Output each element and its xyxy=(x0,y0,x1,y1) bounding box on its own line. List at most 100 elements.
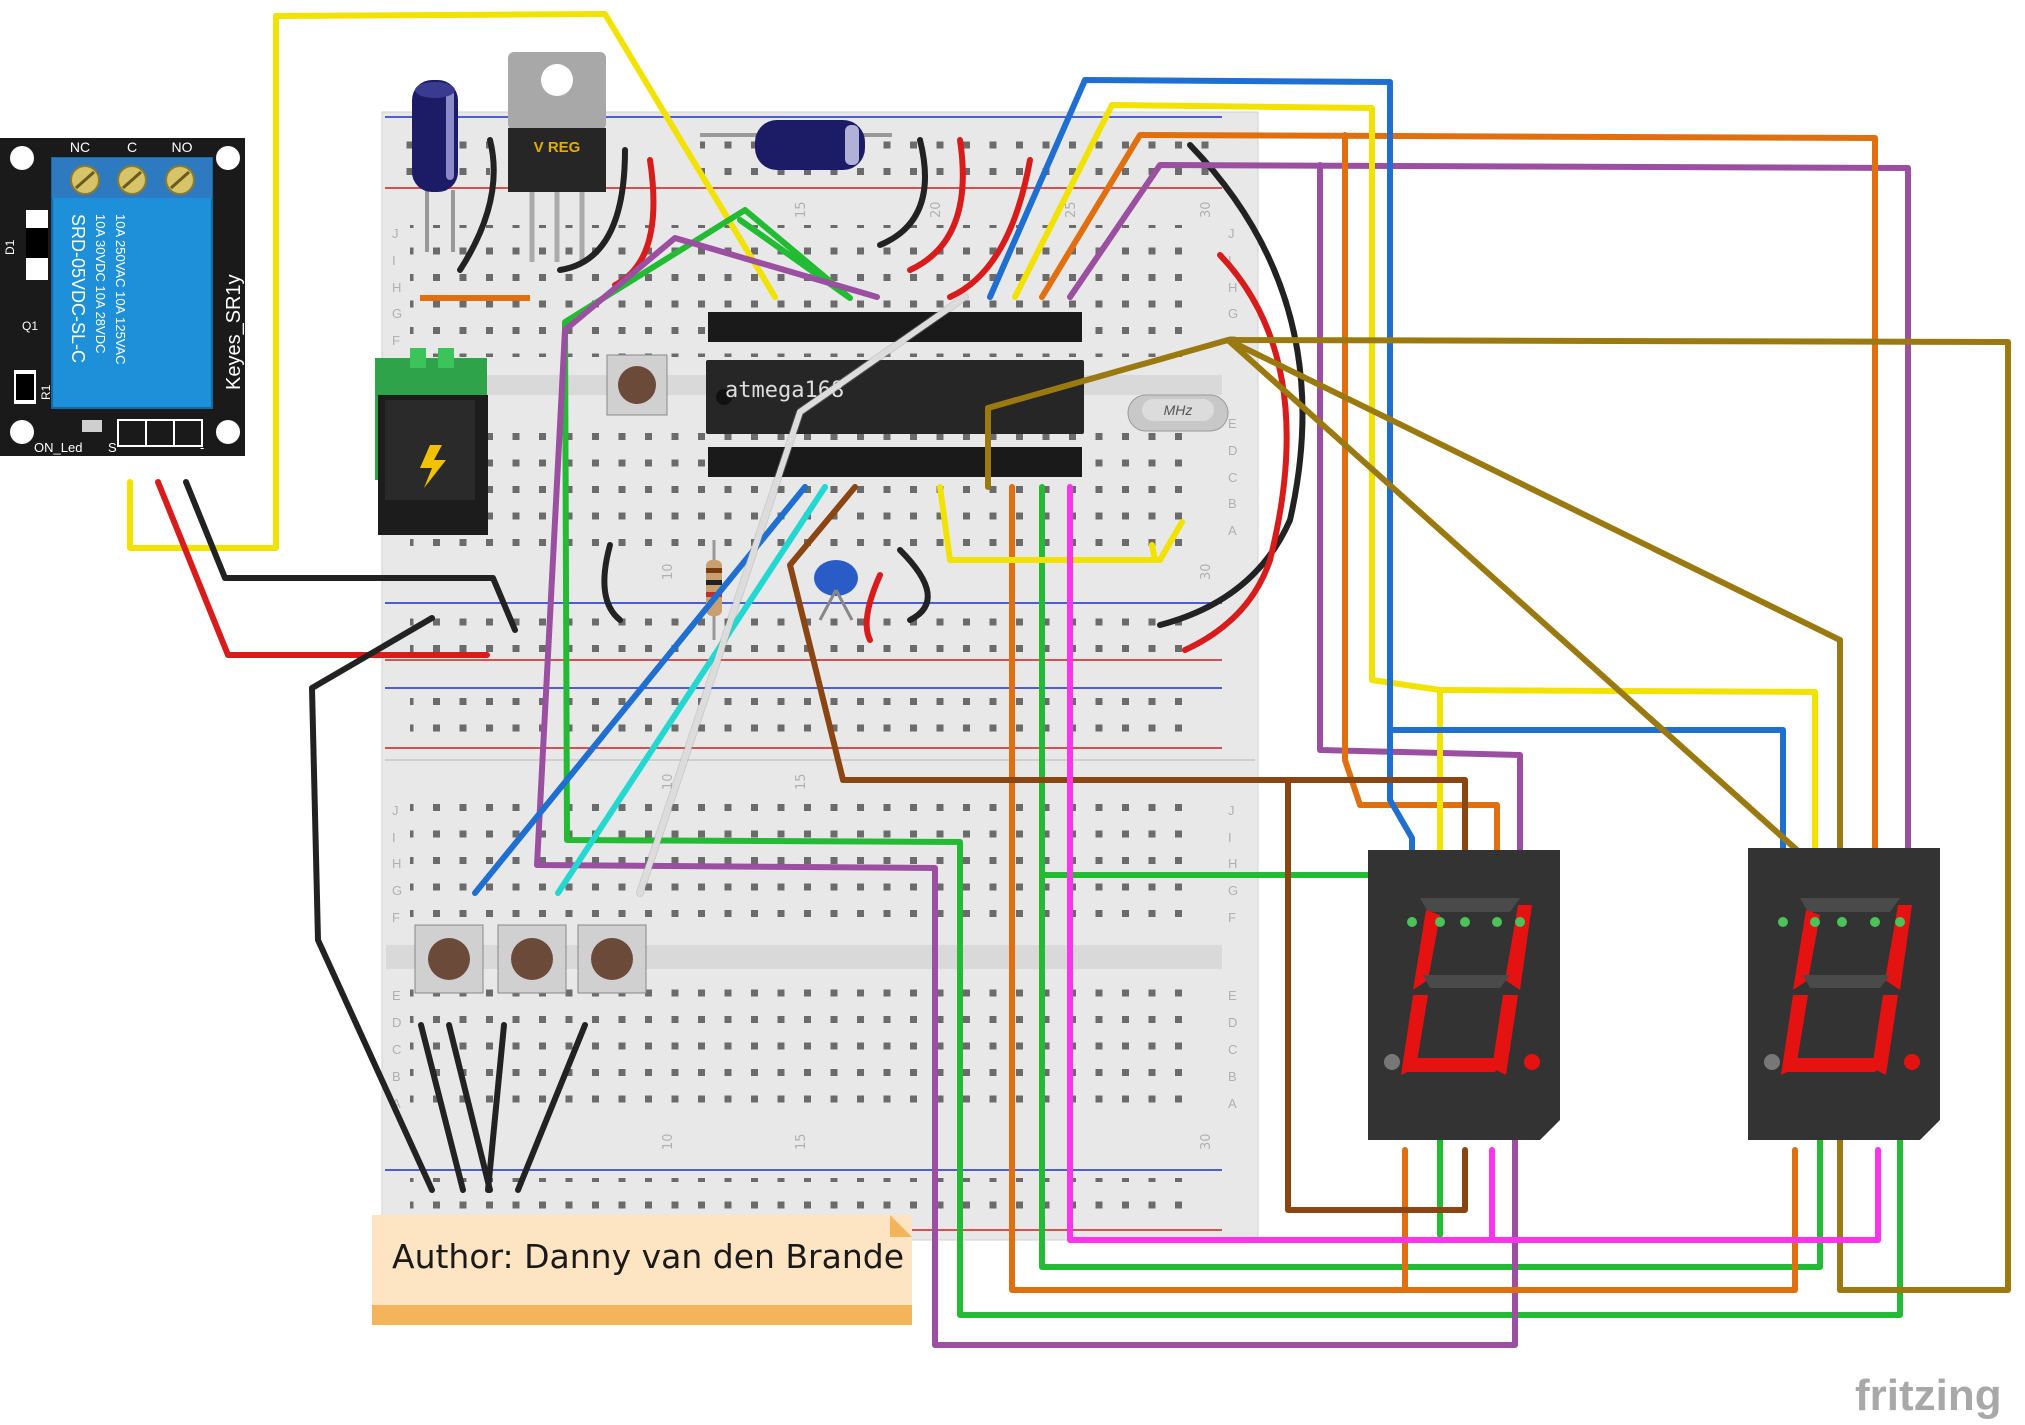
col-label: 15 xyxy=(794,773,809,790)
row-label: J xyxy=(1228,803,1235,818)
row-label: H xyxy=(1228,856,1237,871)
relay-r1: R1 xyxy=(39,384,53,400)
relay-model: SRD-05VDC-SL-C xyxy=(68,214,88,363)
pushbutton-3[interactable] xyxy=(577,924,647,994)
col-label: 10 xyxy=(661,1133,676,1150)
wires xyxy=(127,11,2011,1348)
segment-a xyxy=(1800,898,1900,912)
pushbutton-2[interactable] xyxy=(497,924,567,994)
row-label: B xyxy=(1228,1069,1237,1084)
segment-c xyxy=(1492,995,1518,1075)
segment-c xyxy=(1872,995,1898,1075)
relay-d1: D1 xyxy=(3,239,17,255)
row-label: B xyxy=(1228,496,1237,511)
wire-red-3 xyxy=(947,157,1033,300)
ceramic-capacitor xyxy=(814,560,858,621)
row-label: J xyxy=(1228,226,1235,241)
row-label: C xyxy=(1228,1042,1237,1057)
voltage-regulator: V REG xyxy=(508,52,606,262)
col-label: 10 xyxy=(661,773,676,790)
wire-olive-3 xyxy=(1225,337,1878,923)
fritzing-logo: fritzing xyxy=(1855,1371,2002,1420)
col-label: 10 xyxy=(661,563,676,580)
segment-b xyxy=(1505,905,1532,990)
segment-f xyxy=(1793,910,1820,990)
wire-black-long xyxy=(1157,142,1306,628)
row-label: A xyxy=(1228,1096,1237,1111)
col-label: 20 xyxy=(929,201,944,218)
segment-f xyxy=(1413,910,1440,990)
reset-button[interactable] xyxy=(606,354,668,416)
row-label: G xyxy=(1228,883,1238,898)
row-label: G xyxy=(1228,306,1238,321)
col-label: 15 xyxy=(794,1133,809,1150)
row-label: C xyxy=(1228,470,1237,485)
row-label: E xyxy=(392,988,401,1003)
wire-white-diag xyxy=(637,294,968,896)
segment-e xyxy=(1781,995,1808,1075)
row-label: J xyxy=(392,803,399,818)
row-label: E xyxy=(1228,416,1237,431)
row-label: B xyxy=(392,1069,401,1084)
wire-olive-2 xyxy=(1225,337,2011,1293)
wire-yellow-2 xyxy=(1437,687,1818,925)
row-label: H xyxy=(1228,280,1237,295)
wire-purple-2 xyxy=(1067,162,1911,925)
segment-g xyxy=(1803,975,1890,988)
row-label: D xyxy=(392,1015,401,1030)
row-label: G xyxy=(392,883,402,898)
breadboard-labels: 15 20 25 30 10 10 15 10 15 30 30 xyxy=(661,201,1214,1150)
wire-yellow-chip xyxy=(937,484,1185,563)
wire-orange-2 xyxy=(1342,132,1500,925)
row-label: I xyxy=(1228,830,1232,845)
wire-black-4 xyxy=(601,542,623,623)
segment-g xyxy=(1423,975,1510,988)
wire-orange-1 xyxy=(1039,132,1878,925)
relay-terminal-nc: NC xyxy=(70,139,90,155)
row-label: F xyxy=(392,333,400,348)
pushbutton-1[interactable] xyxy=(414,924,484,994)
wire-black-btn3 xyxy=(485,1022,507,1193)
wire-cyan-diag xyxy=(555,484,828,896)
relay-led-label: ON_Led xyxy=(34,440,82,455)
author-note-text: Author: Danny van den Brande xyxy=(392,1237,904,1276)
wire-red-relay xyxy=(155,479,490,658)
power-bolt-icon xyxy=(420,445,446,488)
wire-yellow-chip2 xyxy=(1149,542,1158,563)
row-label: G xyxy=(392,306,402,321)
relay-rating-a: 10A 250VAC 10A 125VAC xyxy=(113,214,128,365)
relay-terminal-c: C xyxy=(127,139,137,155)
row-label: I xyxy=(392,253,396,268)
wire-yellow-relay xyxy=(127,11,778,551)
dc-power-jack xyxy=(375,348,488,535)
wire-black-gnd xyxy=(309,615,435,1193)
col-label: 30 xyxy=(1199,563,1214,580)
col-label: 25 xyxy=(1064,201,1079,218)
row-label: C xyxy=(392,1042,401,1057)
segment-d xyxy=(1405,1058,1505,1072)
row-label: F xyxy=(1228,910,1236,925)
display-pins xyxy=(1407,917,1905,927)
wire-black-relay xyxy=(183,479,518,633)
relay-pin-s: S xyxy=(108,440,117,455)
electrolytic-capacitor-vertical xyxy=(412,80,458,252)
wire-black-btn1 xyxy=(418,1022,466,1193)
wire-magenta xyxy=(1067,484,1881,1243)
wire-red-4 xyxy=(863,572,883,643)
row-label: A xyxy=(392,1096,401,1111)
crystal-label: MHz xyxy=(1164,402,1193,418)
electrolytic-capacitor-horizontal xyxy=(700,120,892,170)
regulator-label: V REG xyxy=(534,139,581,156)
segment-e xyxy=(1401,995,1428,1075)
seven-segment-display-2 xyxy=(1748,848,1940,1140)
segment-d xyxy=(1785,1058,1885,1072)
row-label: I xyxy=(1228,253,1232,268)
relay-name: Keyes_SR1y xyxy=(223,274,245,390)
relay-module: NC C NO SRD-05VDC-SL-C 10A 250VAC 10A 12… xyxy=(0,138,245,456)
relay-q1: Q1 xyxy=(22,319,38,333)
relay-rating-b: 10A 30VDC 10A 28VDC xyxy=(93,214,108,353)
wire-purple-1 xyxy=(534,235,1518,1348)
breadboard: 15 20 25 30 10 10 15 10 15 30 30 J I H G… xyxy=(381,111,1259,1241)
wire-black-3 xyxy=(877,137,928,248)
